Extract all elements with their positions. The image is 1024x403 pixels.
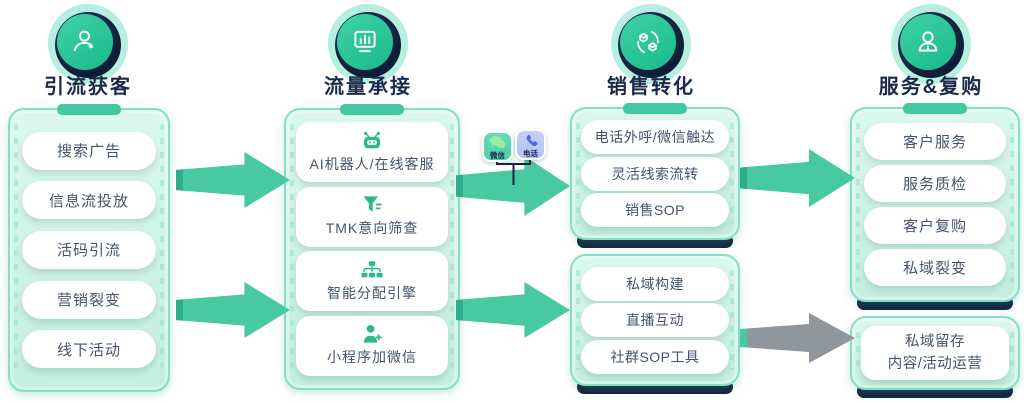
service-panel-bottom: 私域留存 内容/活动运营 (850, 316, 1020, 390)
step-tmk-screening: TMK意向筛查 (296, 186, 448, 247)
wechat-icon (489, 135, 506, 149)
monitor-chart-icon (337, 14, 393, 70)
badge-connector-line (496, 159, 531, 185)
panel-notch (623, 103, 687, 114)
arrow-acquisition-to-reception-bottom (176, 282, 290, 338)
step-smart-routing: 智能分配引擎 (296, 251, 448, 312)
wechat-badge: 微信 (482, 131, 513, 162)
column-title-reception: 流量承接 (324, 76, 412, 98)
panel-notch (903, 103, 967, 114)
step-domain-fission: 私域裂变 (864, 249, 1006, 286)
arrow-acquisition-to-reception-top (176, 152, 290, 208)
step-offline-events: 线下活动 (22, 330, 156, 369)
conversion-panel-bottom: 私域构建 直播互动 社群SOP工具 (570, 254, 740, 386)
agent-desk-icon (57, 14, 113, 70)
step-live-interaction: 直播互动 (581, 303, 729, 337)
phone-icon (526, 134, 537, 146)
step-retention-ops: 私域留存 内容/活动运营 (861, 326, 1009, 380)
service-panel-top: 客户服务 服务质检 客户复购 私域裂变 (850, 103, 1020, 302)
arrow-reception-to-conversion-bottom (456, 282, 570, 338)
reception-panel: AI机器人/在线客服 TMK意向筛查 智能分配引擎 (284, 104, 460, 390)
step-quality-check: 服务质检 (864, 165, 1006, 202)
step-outbound-call: 电话外呼/微信触达 (581, 119, 729, 154)
step-sales-sop: 销售SOP (581, 193, 729, 228)
person-add-icon (363, 325, 382, 343)
step-feed-ads: 信息流投放 (22, 181, 156, 220)
cubes-sync-icon (620, 14, 676, 70)
reception-circle (328, 4, 408, 84)
step-lead-flow: 灵活线索流转 (581, 156, 729, 191)
step-private-domain: 私域构建 (581, 266, 729, 301)
funnel-icon (362, 196, 382, 212)
hierarchy-icon (361, 260, 383, 278)
conversion-panel-top: 电话外呼/微信触达 灵活线索流转 销售SOP (570, 103, 740, 240)
arrow-conversion-to-retention-gray (740, 313, 855, 363)
service-circle (891, 4, 971, 84)
phone-badge: 电话 (515, 129, 546, 160)
conversion-circle (611, 4, 691, 84)
step-community-sop: 社群SOP工具 (581, 339, 729, 374)
column-title-service: 服务&复购 (878, 76, 984, 98)
step-ai-bot: AI机器人/在线客服 (296, 122, 448, 183)
step-miniprogram-wechat: 小程序加微信 (296, 315, 448, 376)
arrow-conversion-to-service-top (740, 149, 855, 207)
step-customer-service: 客户服务 (864, 123, 1006, 160)
column-title-acquisition: 引流获客 (44, 76, 132, 98)
robot-icon (363, 131, 381, 149)
step-marketing-fission: 营销裂变 (22, 280, 156, 319)
acquisition-panel: 搜索广告 信息流投放 活码引流 营销裂变 线下活动 (8, 104, 170, 392)
step-search-ads: 搜索广告 (22, 131, 156, 170)
panel-notch (57, 104, 121, 115)
step-live-qr: 活码引流 (22, 230, 156, 269)
panel-notch (340, 104, 404, 115)
step-repurchase: 客户复购 (864, 207, 1006, 244)
column-title-conversion: 销售转化 (607, 76, 695, 98)
acquisition-circle (48, 4, 128, 84)
user-icon (900, 14, 956, 70)
